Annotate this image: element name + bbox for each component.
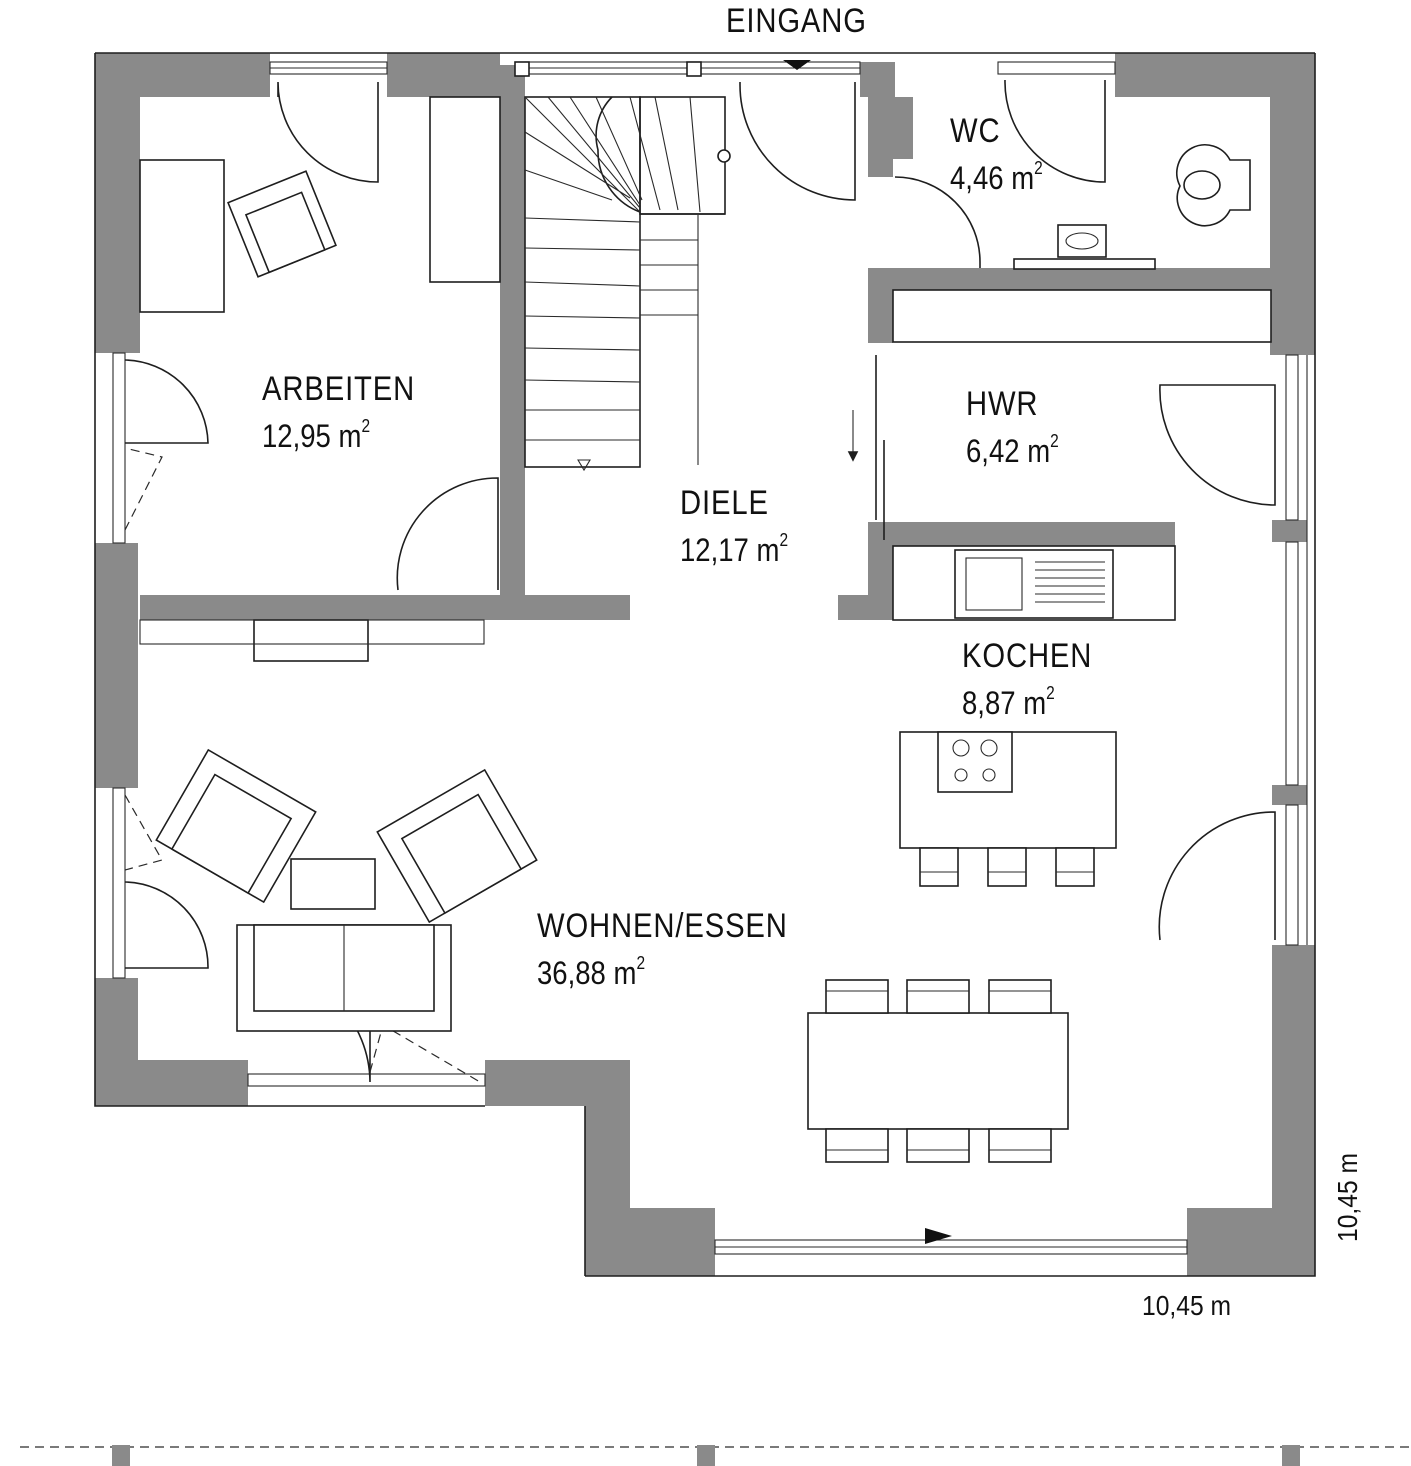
wall-dielewc-upper	[868, 62, 893, 177]
wall-wc-jamb	[893, 97, 913, 159]
room-name-diele: DIELE	[680, 484, 769, 522]
room-area-wc: 4,46 m2	[950, 158, 1043, 196]
dining-chairs	[825, 979, 1052, 1163]
outline	[94, 52, 1316, 1277]
room-area-hwr: 6,42 m2	[966, 431, 1059, 469]
wall-bottom-mid-cap	[630, 1208, 715, 1233]
furniture	[139, 96, 1272, 1163]
exterior-walls	[95, 53, 1315, 1276]
kitchen-sink	[954, 549, 1114, 619]
coffee-table	[290, 858, 376, 910]
doors	[124, 60, 1276, 1244]
armchair-left	[155, 748, 317, 904]
office-armchair	[227, 170, 337, 278]
wall-wc-bottom	[868, 268, 1273, 290]
entrance-label: EINGANG	[726, 2, 867, 40]
dining-table	[807, 1012, 1069, 1130]
sofa	[236, 924, 452, 1032]
wall-arbeiten-bottom	[140, 595, 630, 620]
room-name-wohnen: WOHNEN/ESSEN	[537, 907, 788, 945]
cabinet	[429, 96, 501, 283]
cooktop	[937, 731, 1013, 793]
room-area-diele: 12,17 m2	[680, 530, 789, 568]
wall-right-upper	[1270, 53, 1315, 355]
toilet	[1176, 144, 1251, 227]
room-name-wc: WC	[950, 112, 1001, 150]
room-area-kochen: 8,87 m2	[962, 683, 1055, 721]
wall-left-mid	[95, 543, 138, 788]
wall-hwr-bottom	[893, 522, 1175, 546]
dimension-depth: 10,45 m	[1332, 1152, 1363, 1242]
lower-plan-edge	[20, 1445, 1411, 1466]
room-area-wohnen: 36,88 m2	[537, 953, 646, 991]
room-name-hwr: HWR	[966, 385, 1039, 423]
dimension-width: 10,45 m	[1142, 1290, 1232, 1321]
desk	[139, 159, 225, 313]
staircase	[524, 96, 731, 472]
windows	[112, 61, 1308, 1255]
wall-bottom-mid	[585, 1230, 715, 1276]
interior-walls	[140, 62, 1273, 620]
wall-bottom-left	[95, 1060, 248, 1106]
wall-diele-corner	[838, 595, 893, 620]
wall-top-mid	[387, 53, 500, 97]
wall-right-lower	[1272, 945, 1315, 1276]
armchair-right	[376, 768, 538, 924]
wall-right-pier-1	[1272, 520, 1307, 542]
sink	[1013, 224, 1156, 270]
room-area-arbeiten: 12,95 m2	[262, 416, 371, 454]
wall-left-upper	[95, 53, 140, 353]
wall-stair-left	[500, 65, 525, 595]
wall-hwr-upper	[868, 268, 893, 343]
sideboard	[253, 619, 369, 662]
room-name-kochen: KOCHEN	[962, 637, 1093, 675]
hwr-cabinet	[892, 289, 1272, 343]
wall-right-pier-2	[1272, 785, 1307, 805]
room-name-arbeiten: ARBEITEN	[262, 370, 416, 408]
wall-right-pier-3	[1272, 945, 1307, 969]
bar-stools	[919, 847, 1095, 887]
